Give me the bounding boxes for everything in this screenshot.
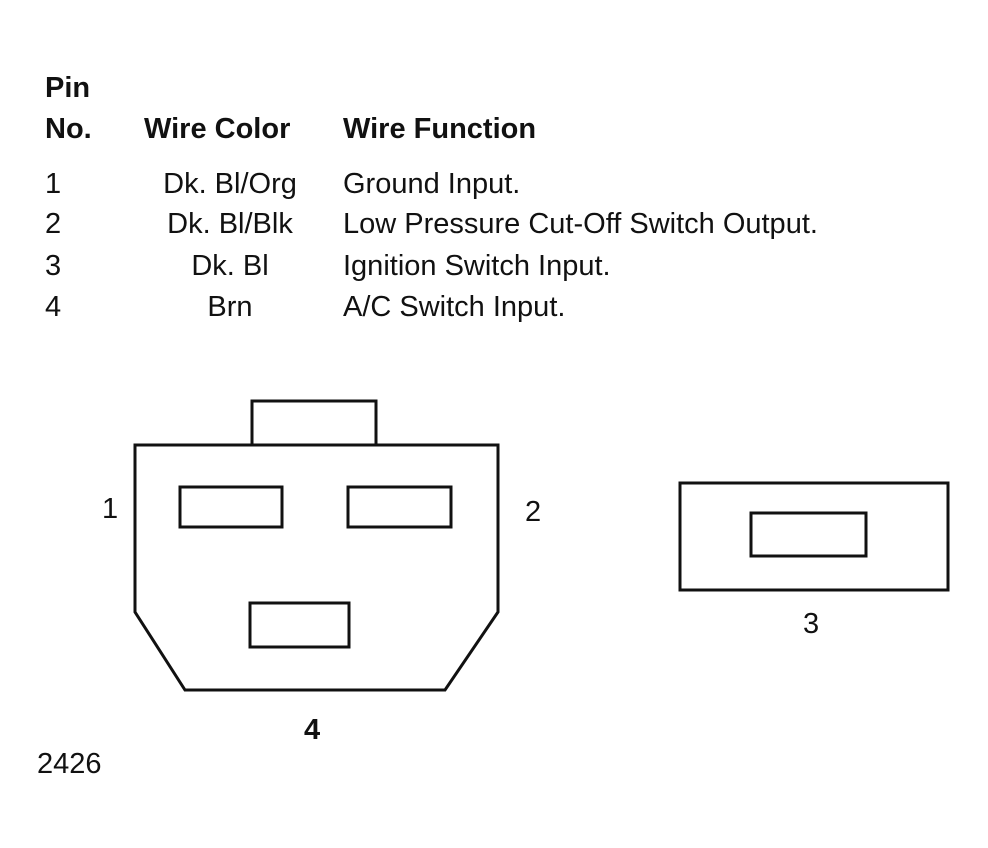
wire-color: Dk. Bl [191,250,269,282]
pin-number: 2 [45,208,62,240]
pin-label-1: 1 [102,493,118,525]
header-wire-color: Wire Color [144,113,291,145]
pin-label-4: 4 [304,714,320,746]
wire-function: A/C Switch Input. [343,291,566,323]
figure-number: 2426 [37,748,102,780]
single-connector [678,481,950,592]
wire-color: Brn [207,291,253,323]
header-pin: Pin [45,72,91,104]
terminal-slot-4 [248,601,351,649]
pin-label-2: 2 [525,496,541,528]
table-row: 1 Dk. Bl/Org Ground Input. [0,164,988,204]
header-number: No. [45,113,92,145]
table-row: 4 Brn A/C Switch Input. [0,287,988,327]
connector-body [133,443,500,692]
wire-color: Dk. Bl/Blk [167,208,293,240]
pin-number: 1 [45,168,62,200]
connector-housing [678,481,950,592]
wire-function: Low Pressure Cut-Off Switch Output. [343,208,818,240]
terminal-slot-1 [178,485,284,529]
main-connector [133,399,500,692]
header-wire-function: Wire Function [343,113,537,145]
wire-color: Dk. Bl/Org [163,168,297,200]
terminal-slot-3 [749,511,868,558]
pin-number: 3 [45,250,62,282]
pin-label-3: 3 [803,608,819,640]
pin-number: 4 [45,291,62,323]
wire-function: Ground Input. [343,168,521,200]
terminal-slot-2 [346,485,453,529]
wire-function: Ignition Switch Input. [343,250,611,282]
table-row: 3 Dk. Bl Ignition Switch Input. [0,246,988,286]
table-row: 2 Dk. Bl/Blk Low Pressure Cut-Off Switch… [0,204,988,244]
connector-latch [250,399,378,447]
